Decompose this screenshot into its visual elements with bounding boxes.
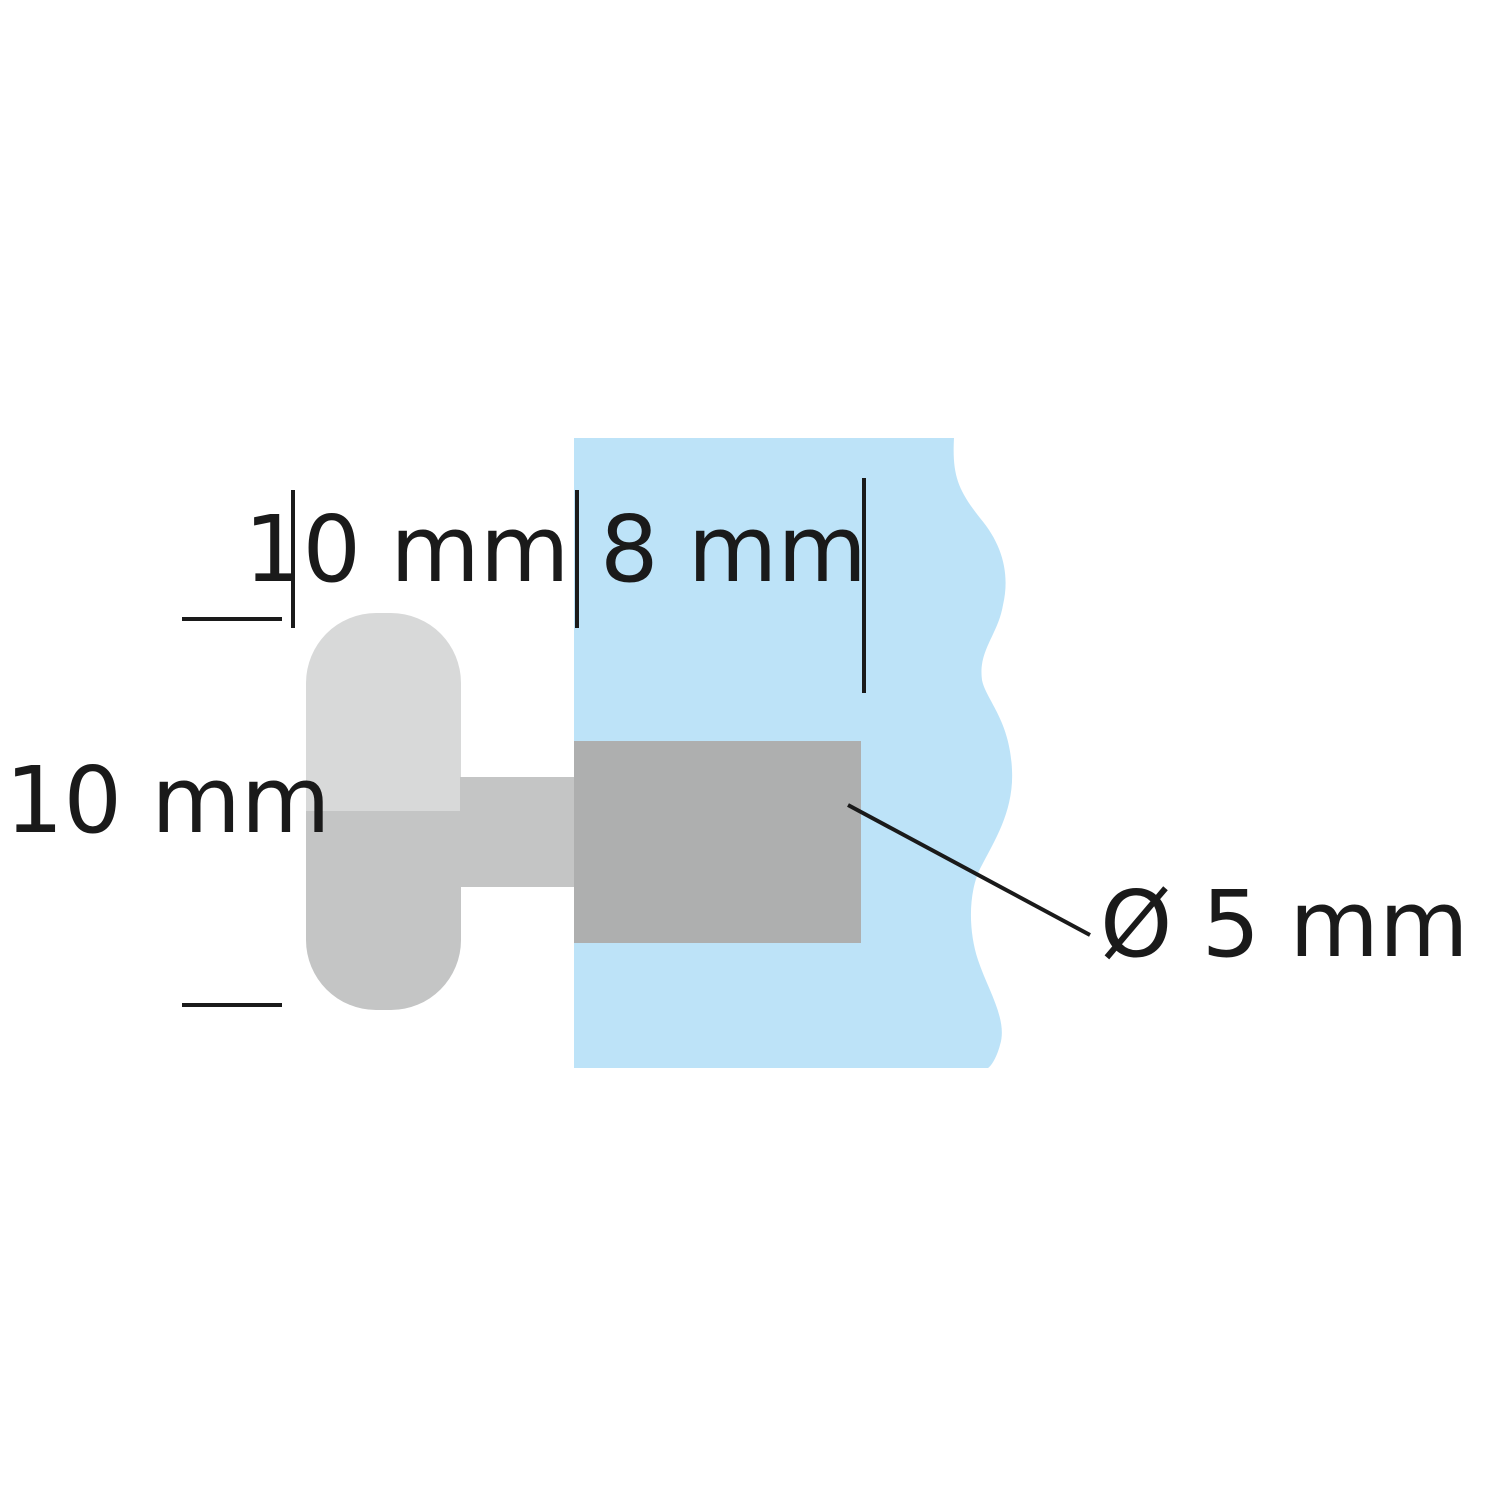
knob-width-label: 10 mm [244, 496, 570, 603]
pin-insert [574, 741, 861, 943]
diameter-leader-line [847, 803, 1091, 937]
glass-thickness-label: 8 mm [600, 496, 867, 603]
pin-neck [460, 777, 576, 887]
knob-bottom-shadow [306, 811, 461, 1010]
pin-diameter-label: Ø 5 mm [1100, 871, 1469, 978]
knob-top-highlight [306, 613, 461, 812]
knob-head [306, 613, 461, 1010]
knob-height-label: 10 mm [5, 747, 331, 854]
